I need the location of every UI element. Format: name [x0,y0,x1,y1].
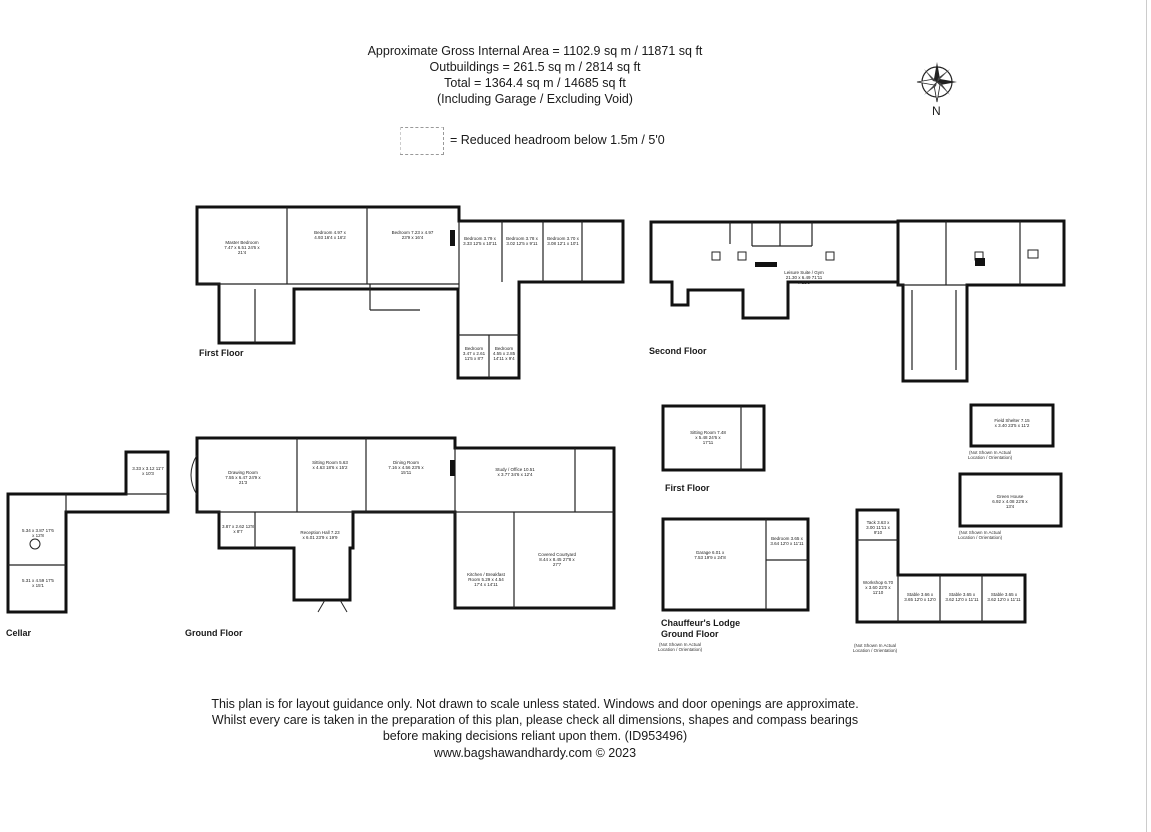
room-lodge-bedroom: Bedroom 3.65 x 3.64 12'0 x 11'11 [770,536,804,546]
stables-block-outline [855,508,1027,624]
page-edge-divider [1146,0,1147,832]
second-floor-attic-outline [896,219,1066,383]
room-first-floor-bedroom-1: Bedroom 4.97 x 4.93 16'4 x 16'2 [314,230,346,240]
not-shown-note-green-house: (Not Shown In Actual Location / Orientat… [957,530,1003,540]
not-shown-note-stables: (Not Shown In Actual Location / Orientat… [852,643,898,653]
lodge-ground-floor-outline [661,517,810,612]
ground-floor-outline [195,436,616,610]
room-study-office: Study / Office 10.51 x 3.77 34'6 x 12'4 [495,467,535,477]
first-floor-label: First Floor [199,348,244,358]
room-green-house: Green House 6.92 x 4.08 22'8 x 13'4 [992,494,1028,509]
cellar-label: Cellar [6,628,32,638]
field-shelter-outline [969,403,1055,448]
room-stable-2: Stable 3.65 x 3.62 12'0 x 11'11 [945,592,979,602]
room-first-floor-bedroom-4: Bedroom 3.78 x 3.02 12'5 x 9'11 [506,236,538,246]
room-first-floor-bedroom-6: Bedroom 3.47 x 2.61 11'5 x 8'7 [462,346,486,361]
room-cellar-2: 5.34 x 3.87 17'6 x 12'8 [22,528,54,538]
second-floor-outline [649,220,900,320]
room-lodge-sitting-room: Sitting Room 7.48 x 5.48 24'6 x 17'11 [690,430,726,445]
room-first-floor-bedroom-7: Bedroom 4.55 x 2.85 14'11 x 9'4 [492,346,516,361]
first-floor-outline [195,205,625,380]
room-tack: Tack 3.63 x 3.00 11'11 x 9'10 [866,520,890,535]
lodge-first-floor-label: First Floor [665,483,710,493]
disclaimer-line-3: before making decisions reliant upon the… [382,729,688,743]
not-shown-note-field-shelter: (Not Shown In Actual Location / Orientat… [967,450,1013,460]
area-summary-line-1: Approximate Gross Internal Area = 1102.9… [367,44,703,58]
north-label: N [932,104,941,118]
room-reception-hall: Reception Hall 7.23 x 6.01 23'9 x 19'9 [300,530,340,540]
room-kitchen: Kitchen / Breakfast Room 5.29 x 4.54 17'… [467,572,505,587]
lodge-ground-floor-label-2: Ground Floor [661,629,719,639]
room-field-shelter: Field Shelter 7.15 x 3.40 23'5 x 11'2 [994,418,1030,428]
room-covered-courtyard: Covered Courtyard 8.44 x 8.45 27'8 x 27'… [537,552,577,567]
room-first-floor-bedroom-2: Bedroom 7.23 x 4.97 23'9 x 16'4 [391,230,434,240]
lodge-ground-floor-label-1: Chauffeur's Lodge [661,618,741,628]
room-workshop: Workshop 6.70 x 3.60 22'0 x 11'10 [862,580,894,595]
room-dining-room: Dining Room 7.16 x 4.56 23'6 x 15'11 [388,460,424,475]
area-summary-line-4: (Including Garage / Excluding Void) [437,92,633,106]
room-cellar-1: 3.33 x 3.12 11'7 x 10'3 [132,466,164,476]
not-shown-note-lodge: (Not Shown In Actual Location / Orientat… [657,642,703,652]
ground-floor-label: Ground Floor [185,628,243,638]
disclaimer-line-1: This plan is for layout guidance only. N… [211,697,859,711]
room-ground-sitting-room: Sitting Room 5.63 x 4.63 18'6 x 15'2 [312,460,348,470]
room-drawing-room: Drawing Room 7.55 x 6.47 24'9 x 21'3 [225,470,261,485]
room-stable-1: Stable 3.66 x 3.65 12'0 x 12'0 [904,592,936,602]
room-leisure-suite: Leisure Suite / Gym 21.30 x 6.49 71'11 x… [784,270,824,285]
compass-rose-icon [914,60,960,120]
room-first-floor-bedroom-5: Bedroom 3.70 x 3.08 12'1 x 10'1 [547,236,579,246]
reduced-headroom-legend-text: = Reduced headroom below 1.5m / 5'0 [450,133,665,147]
area-summary-line-2: Outbuildings = 261.5 sq m / 2814 sq ft [429,60,641,74]
second-floor-label: Second Floor [649,346,707,356]
room-cellar-3: 5.31 x 4.59 17'5 x 15'1 [22,578,54,588]
room-master-bedroom: Master Bedroom 7.47 x 6.51 24'6 x 21'4 [224,240,260,255]
room-stable-3: Stable 3.65 x 3.62 12'0 x 11'11 [987,592,1021,602]
room-first-floor-bedroom-3: Bedroom 3.79 x 3.33 12'5 x 10'11 [463,236,497,246]
green-house-outline [958,472,1063,528]
room-garage: Garage 6.01 x 7.53 19'9 x 24'8 [694,550,726,560]
room-ground-small-room: 3.87 x 2.62 12'8 x 8'7 [222,524,254,534]
copyright-line: www.bagshawandhardy.com © 2023 [433,746,637,760]
disclaimer-line-2: Whilst every care is taken in the prepar… [211,713,859,727]
area-summary-line-3: Total = 1364.4 sq m / 14685 sq ft [444,76,626,90]
cellar-outline [6,450,170,614]
lodge-first-floor-outline [661,404,766,472]
